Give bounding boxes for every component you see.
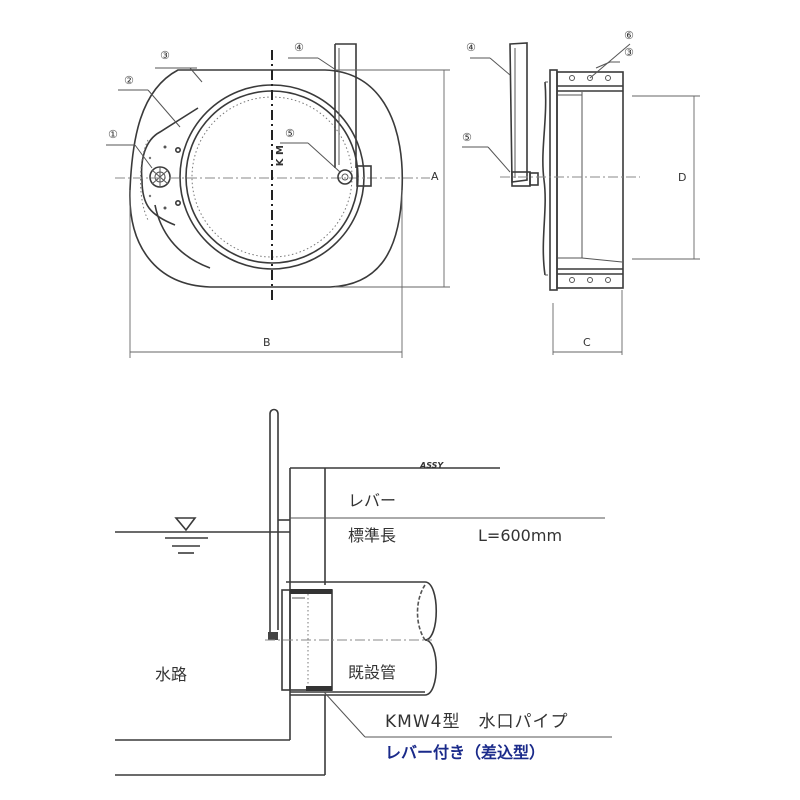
side-view [462, 42, 700, 355]
callout-6-side: ⑥ [624, 29, 634, 42]
waterway-label: 水路 [155, 665, 188, 684]
front-view [106, 43, 450, 358]
callout-3-side: ③ [624, 46, 634, 59]
product-name-line1: KMW4型 水口パイプ [385, 712, 569, 732]
callout-5-side: ⑤ [462, 131, 472, 144]
product-type-suffix: （差込型） [465, 743, 546, 762]
product-lever-label: レバー付き [385, 743, 466, 762]
existing-pipe-label: 既設管 [348, 663, 397, 682]
center-mark-km: K M [275, 145, 286, 167]
dimension-d-label: D [678, 171, 687, 184]
callout-4-front: ④ [294, 41, 304, 54]
callout-5-front: ⑤ [285, 127, 295, 140]
installation-view [115, 408, 612, 776]
product-name-line2: レバー付き（差込型） [385, 745, 545, 761]
callout-3-front: ③ [160, 49, 170, 62]
standard-length-label: 標準長 [348, 526, 397, 545]
dimension-c-label: C [583, 336, 591, 349]
dimension-b-label: B [263, 336, 271, 349]
callout-4-side: ④ [466, 41, 476, 54]
lever-label: レバー [348, 491, 397, 510]
ground-mark-label: ASSY [420, 461, 444, 470]
callout-2-front: ② [124, 74, 134, 87]
lever-length-value: L=600mm [478, 526, 563, 545]
dimension-a-label: A [431, 170, 439, 183]
callout-1-front: ① [108, 128, 118, 141]
